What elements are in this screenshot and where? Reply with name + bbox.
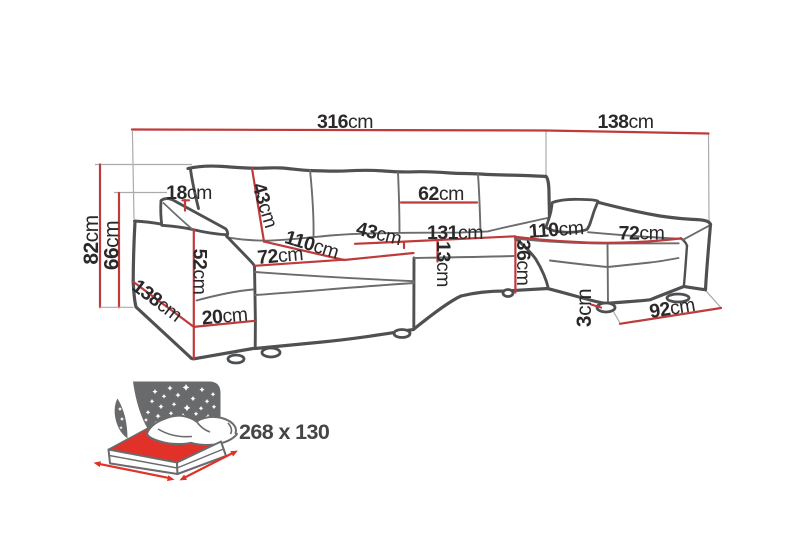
svg-text:43cm: 43cm	[354, 218, 404, 250]
svg-text:18cm: 18cm	[166, 182, 212, 204]
svg-text:138cm: 138cm	[128, 275, 186, 326]
svg-text:36cm: 36cm	[512, 240, 534, 286]
svg-text:3cm: 3cm	[573, 289, 596, 327]
svg-text:13cm: 13cm	[432, 241, 454, 287]
svg-text:131cm: 131cm	[427, 222, 483, 244]
svg-text:52cm: 52cm	[189, 249, 211, 295]
svg-text:43cm: 43cm	[247, 180, 281, 230]
svg-text:66cm: 66cm	[101, 221, 124, 270]
svg-text:72cm: 72cm	[619, 223, 665, 245]
svg-text:72cm: 72cm	[256, 243, 303, 269]
svg-text:62cm: 62cm	[418, 183, 464, 205]
svg-text:138cm: 138cm	[597, 111, 653, 133]
svg-text:20cm: 20cm	[201, 304, 248, 330]
svg-text:82cm: 82cm	[80, 215, 103, 264]
svg-text:268 x 130: 268 x 130	[239, 420, 330, 444]
svg-text:316cm: 316cm	[317, 111, 373, 133]
svg-text:110cm: 110cm	[528, 217, 584, 243]
